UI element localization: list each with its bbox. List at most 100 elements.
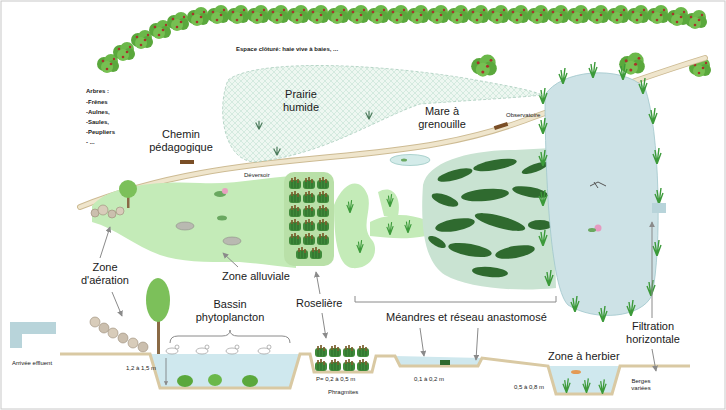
meadow-plant xyxy=(366,111,373,119)
meadow-outline xyxy=(214,60,546,166)
hedge-tree xyxy=(407,5,429,24)
ducks xyxy=(166,345,271,354)
hedge-tree xyxy=(207,5,229,24)
label-text: 1,2 à 1,5 m xyxy=(126,365,156,372)
label-box: Berges variées xyxy=(624,378,658,392)
hedge-tree xyxy=(227,5,249,24)
hedge-tree xyxy=(367,5,389,24)
label-box: - ... xyxy=(86,139,95,146)
label-box: Chemin pédagogique xyxy=(144,128,218,153)
lily-pad xyxy=(401,159,407,162)
hedge-tree xyxy=(347,5,369,24)
section-water xyxy=(150,354,300,388)
hedge-tree xyxy=(587,5,609,24)
depth-arrow xyxy=(166,358,167,385)
hedge-tree xyxy=(167,12,189,31)
meadow-plant xyxy=(256,121,263,129)
label-text: Déversoir xyxy=(244,172,270,179)
label-text: -Frênes xyxy=(86,99,108,106)
hedge-tree xyxy=(113,42,135,61)
label-text: Zone à herbier xyxy=(548,350,620,363)
label-text: -Peupliers xyxy=(86,129,115,136)
label-box: -Aulnes, xyxy=(86,109,110,116)
label-text: Bassin phytoplancton xyxy=(190,298,270,323)
label-box: 0,1 à 0,2 m xyxy=(414,376,444,383)
label-box: P= 0,2 à 0,5 m xyxy=(316,376,355,383)
hedge-tree xyxy=(467,5,489,24)
bench xyxy=(180,160,194,164)
hedge-tree xyxy=(487,5,509,24)
hedge-tree xyxy=(607,5,629,24)
hedge-tree xyxy=(567,5,589,24)
label-text: Mare à grenouille xyxy=(410,105,474,130)
inlet-pipe xyxy=(10,322,22,348)
region-name: Prairie humide xyxy=(270,88,332,113)
hedge-tree xyxy=(647,5,669,24)
pond-fauna xyxy=(588,182,606,232)
hedge xyxy=(97,5,707,73)
hedge-tree xyxy=(247,5,269,24)
label-box: Méandres et réseau anastomosé xyxy=(386,311,547,324)
label-box: Filtration horizontale xyxy=(612,320,694,345)
label-text: 0,1 à 0,2 m xyxy=(414,376,444,383)
label-text: Arrivée effluent xyxy=(10,360,54,367)
hedge-tree xyxy=(287,5,309,24)
section-stones xyxy=(90,317,148,352)
channel xyxy=(378,189,399,216)
label-box: Arrivée effluent xyxy=(10,360,54,367)
label-box: -Saules, xyxy=(86,119,109,126)
hedge-tree xyxy=(387,5,409,24)
hedge-tree xyxy=(267,5,289,24)
label-box: Mare à grenouille xyxy=(410,105,474,130)
label-box: Zone d'aération xyxy=(68,261,142,286)
label-text: Zone alluviale xyxy=(222,270,290,283)
label-box: 1,2 à 1,5 m xyxy=(126,365,156,372)
label-box: 0,5 à 0,8 m xyxy=(514,384,544,391)
channel xyxy=(334,183,375,268)
label-box: Observatoire xyxy=(506,112,540,119)
label-text: Berges variées xyxy=(624,378,658,392)
label-box: Phragmites xyxy=(328,389,358,396)
pond-reeds xyxy=(539,62,663,322)
reed-bed xyxy=(284,172,334,266)
label-box: Bassin phytoplancton xyxy=(190,298,270,323)
label-text: 0,5 à 0,8 m xyxy=(514,384,544,391)
label-text: Arbres : xyxy=(86,88,109,95)
tree-crown xyxy=(146,278,170,322)
observatory xyxy=(494,122,509,130)
label-text: Observatoire xyxy=(506,112,540,119)
hedge-tree xyxy=(307,5,329,24)
hedge-tree xyxy=(547,5,569,24)
meadow-plant xyxy=(274,147,281,155)
label-box: Zone à herbier xyxy=(548,350,620,363)
filtration-pond xyxy=(545,73,658,316)
label-box: Arbres : xyxy=(86,88,109,95)
label-box: Roselière xyxy=(296,297,342,310)
hedge-tree xyxy=(187,7,209,26)
label-text: Chemin pédagogique xyxy=(144,128,218,153)
water-plants xyxy=(176,188,241,245)
reeds xyxy=(289,177,329,259)
tree-crown xyxy=(119,180,137,198)
hedge-tree xyxy=(327,5,349,24)
label-text: Roselière xyxy=(296,297,342,310)
tree xyxy=(619,53,645,75)
hedge-tree xyxy=(685,10,707,29)
hedge-tree xyxy=(627,5,649,24)
label-box: -Frênes xyxy=(86,99,108,106)
meadow-region: Prairie humide xyxy=(214,60,546,166)
channel xyxy=(370,215,426,238)
hedge-tree xyxy=(447,5,469,24)
label-text: -Saules, xyxy=(86,119,109,126)
outlet xyxy=(652,203,666,213)
section-water xyxy=(548,366,620,394)
hedge-tree xyxy=(527,5,549,24)
label-box: Zone alluviale xyxy=(222,270,290,283)
frog-pond xyxy=(390,155,430,166)
section-plants xyxy=(177,345,606,394)
label-text: Méandres et réseau anastomosé xyxy=(386,311,547,324)
label-box: -Peupliers xyxy=(86,129,115,136)
label-text: Phragmites xyxy=(328,389,358,396)
label-text: -Aulnes, xyxy=(86,109,110,116)
